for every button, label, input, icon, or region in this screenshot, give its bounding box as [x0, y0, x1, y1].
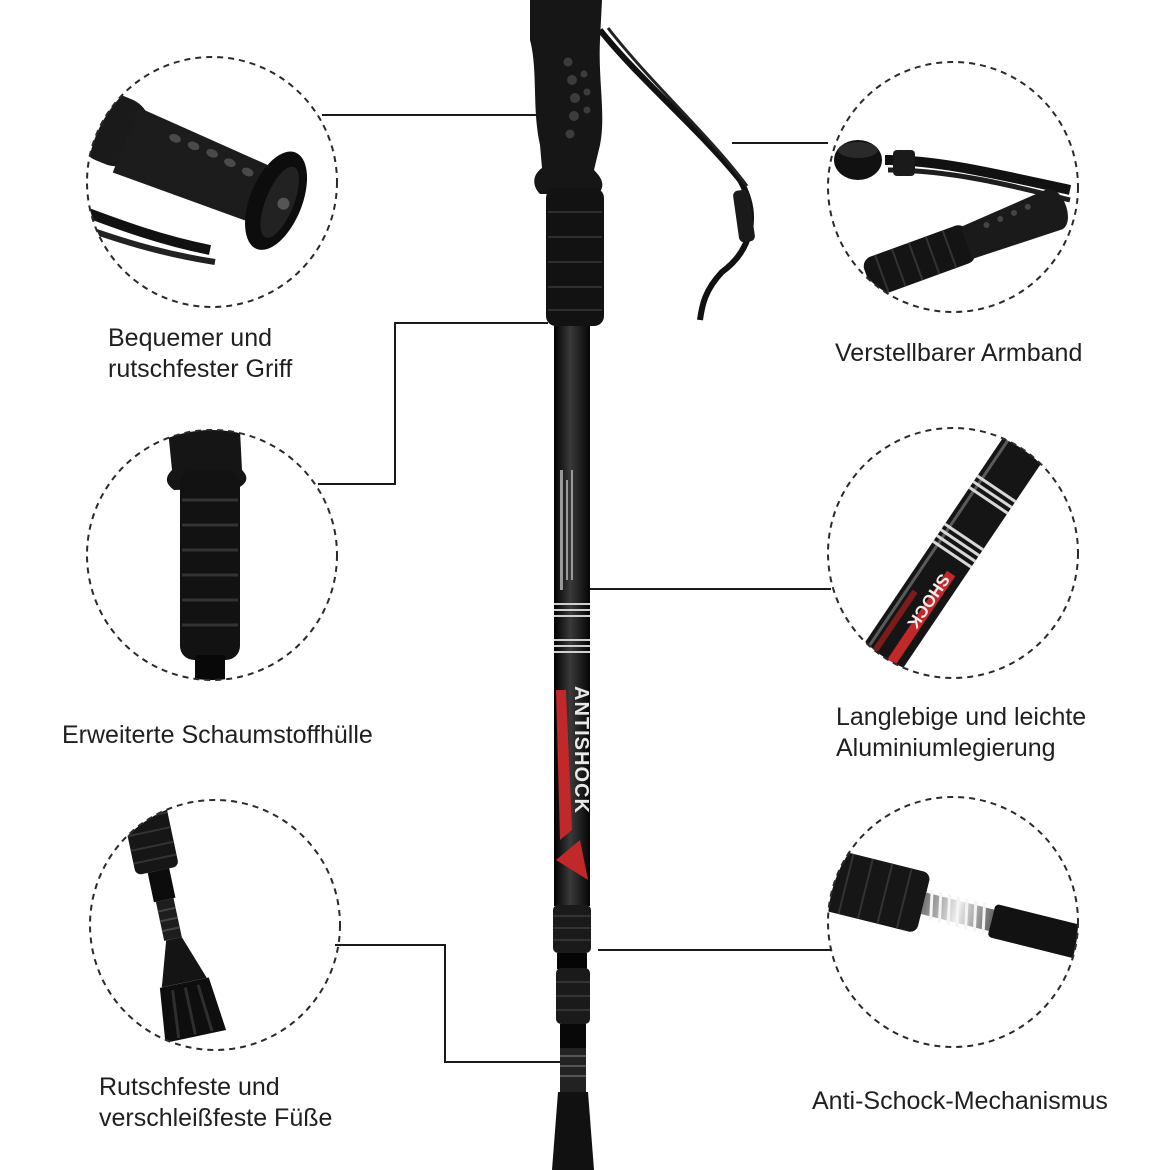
label-foam: Erweiterte Schaumstoffhülle — [62, 721, 373, 749]
trekking-pole: ANTISHOCK — [530, 0, 755, 1170]
pole-handle — [530, 0, 603, 194]
detail-circle-strap — [827, 61, 1079, 313]
label-shock: Anti-Schock-Mechanismus — [812, 1087, 1108, 1115]
strap-buckle — [733, 189, 755, 243]
label-alloy: Langlebige und leichte Aluminiumlegierun… — [836, 703, 1087, 762]
detail-circle-alloy: SHOCK — [827, 427, 1079, 679]
label-feet: Rutschfeste und verschleißfeste Füße — [99, 1073, 333, 1132]
detail-circle-grip — [86, 56, 338, 308]
connector-feet — [335, 944, 560, 1063]
detail-circle-feet — [89, 799, 341, 1051]
label-grip: Bequemer und rutschfester Griff — [108, 324, 293, 383]
connector-lines — [318, 114, 832, 1063]
shock-spring-housing — [560, 1048, 586, 1092]
pole-tip — [552, 1092, 594, 1170]
wrist-strap — [597, 28, 754, 321]
pole-brand-text: ANTISHOCK — [570, 686, 592, 814]
detail-circle-foam — [86, 429, 338, 681]
label-strap: Verstellbarer Armband — [835, 339, 1083, 367]
detail-circle-shock — [827, 796, 1079, 1048]
red-graphic — [556, 690, 572, 840]
connector-foam — [318, 322, 548, 485]
foam-sleeve — [546, 188, 604, 326]
